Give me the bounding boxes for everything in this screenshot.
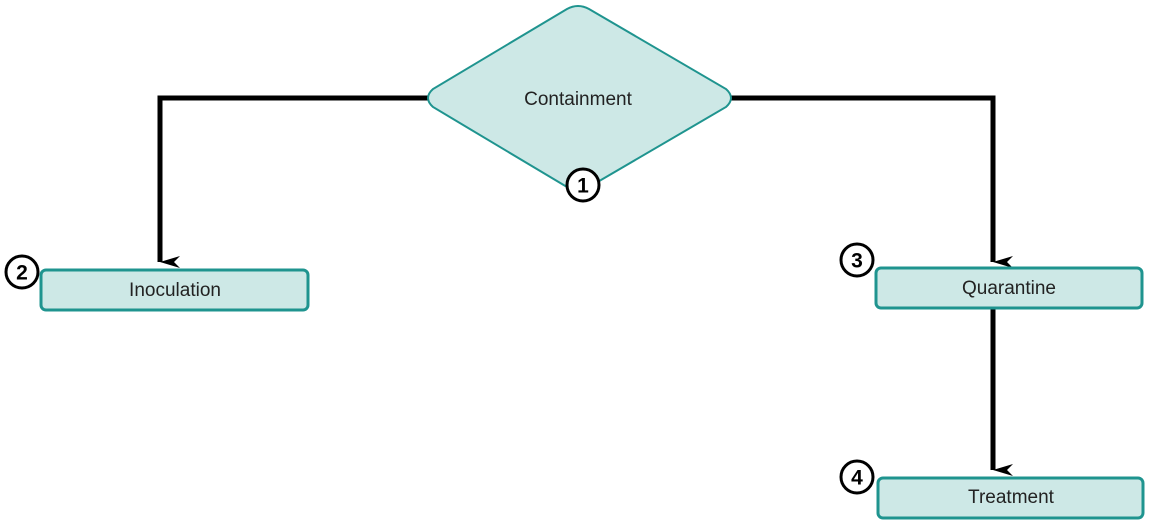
step-badge-1: 1 xyxy=(565,167,601,203)
step-badge-4-number: 4 xyxy=(851,467,863,490)
quarantine-box xyxy=(874,266,1144,310)
step-badge-1-circle xyxy=(565,167,601,203)
connector-containment-to-inoculation xyxy=(157,95,430,268)
step-badge-3-number: 3 xyxy=(851,250,863,273)
node-quarantine[interactable]: Quarantine xyxy=(874,266,1144,310)
step-badge-2-circle xyxy=(4,254,40,290)
connector-containment-to-quarantine xyxy=(731,95,1013,268)
step-badge-1-number: 1 xyxy=(577,175,589,198)
step-badge-3-circle xyxy=(839,242,875,278)
node-inoculation[interactable]: Inoculation xyxy=(39,268,310,312)
node-containment[interactable]: Containment xyxy=(427,5,732,191)
inoculation-box xyxy=(39,268,310,312)
quarantine-label: Quarantine xyxy=(962,278,1056,299)
step-badge-4: 4 xyxy=(839,459,875,495)
node-treatment[interactable]: Treatment xyxy=(876,476,1145,520)
treatment-box xyxy=(876,476,1145,520)
containment-label: Containment xyxy=(524,89,632,110)
step-badge-2-number: 2 xyxy=(16,262,28,285)
step-badge-4-circle xyxy=(839,459,875,495)
inoculation-label: Inoculation xyxy=(129,280,221,301)
step-badge-3: 3 xyxy=(839,242,875,278)
treatment-label: Treatment xyxy=(968,487,1055,508)
step-badge-2: 2 xyxy=(4,254,40,290)
